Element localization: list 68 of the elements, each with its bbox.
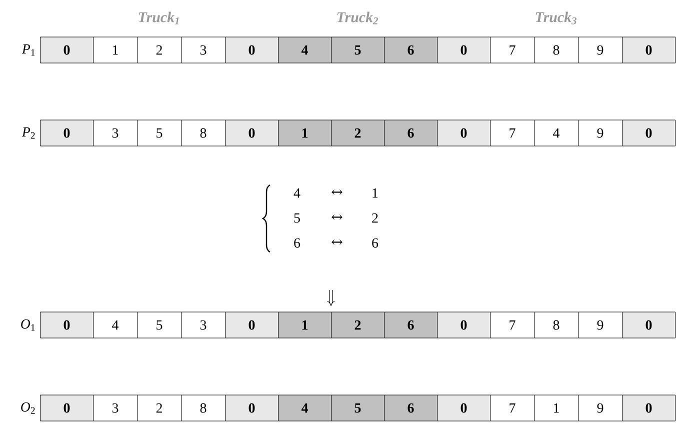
table-cell: 4 bbox=[278, 394, 332, 422]
mapping-number: 6 bbox=[294, 238, 300, 248]
truck-label: Truck$_{3}$ bbox=[536, 12, 576, 24]
mapping-arrow: ↔ bbox=[332, 214, 342, 220]
table-cell: 9 bbox=[578, 36, 622, 64]
table-cell: 0 bbox=[437, 394, 490, 422]
table-cell: 6 bbox=[384, 312, 438, 338]
table-cell: 1 bbox=[278, 312, 332, 338]
row-label: O$_{1}$ bbox=[21, 319, 35, 331]
row-label: P$_{2}$ bbox=[22, 127, 35, 139]
table-cell: 5 bbox=[331, 36, 384, 64]
table-cell: 3 bbox=[181, 36, 226, 64]
table-cell: 2 bbox=[137, 394, 182, 422]
mapping-arrow: ↔ bbox=[332, 239, 342, 246]
table-cell: 0 bbox=[225, 120, 278, 146]
table-cell: 0 bbox=[622, 36, 676, 64]
table-cell: 5 bbox=[137, 312, 182, 338]
mapping-number: 1 bbox=[372, 188, 378, 198]
table-cell: 1 bbox=[534, 394, 578, 422]
table-cell: 0 bbox=[622, 394, 676, 422]
table-cell: 0 bbox=[437, 36, 490, 64]
truck-label: Truck$_{2}$ bbox=[337, 12, 378, 24]
table-cell: 9 bbox=[578, 120, 622, 146]
table-cell: 0 bbox=[40, 120, 94, 146]
table-cell: 8 bbox=[181, 394, 226, 422]
table-cell: 8 bbox=[181, 120, 226, 146]
table-cell: 6 bbox=[384, 394, 438, 422]
table-cell: 1 bbox=[278, 120, 332, 146]
row-label: O$_{2}$ bbox=[21, 402, 35, 414]
table-cell: 4 bbox=[278, 36, 332, 64]
table-cell: 3 bbox=[93, 120, 138, 146]
table-cell: 8 bbox=[534, 312, 578, 338]
table-cell: 0 bbox=[622, 312, 676, 338]
table-cell: 3 bbox=[93, 394, 138, 422]
table-cell: 6 bbox=[384, 36, 438, 64]
mapping-number: 5 bbox=[294, 213, 300, 223]
table-cell: 2 bbox=[331, 312, 384, 338]
table-cell: 0 bbox=[437, 120, 490, 146]
truck-label: Truck$_{1}$ bbox=[138, 12, 179, 24]
mapping-number: 6 bbox=[372, 238, 378, 248]
table-cell: 5 bbox=[137, 120, 182, 146]
table-cell: 7 bbox=[490, 312, 534, 338]
table-cell: 9 bbox=[578, 312, 622, 338]
mapping-number: 2 bbox=[372, 213, 378, 223]
table-cell: 0 bbox=[622, 120, 676, 146]
table-cell: 2 bbox=[137, 36, 182, 64]
table-cell: 9 bbox=[578, 394, 622, 422]
mapping-arrow: ↔ bbox=[332, 189, 342, 196]
table-cell: 0 bbox=[40, 36, 94, 64]
table-cell: 3 bbox=[181, 312, 226, 338]
row-label: P$_{1}$ bbox=[22, 44, 35, 56]
table-cell: 5 bbox=[331, 394, 384, 422]
table-cell: 0 bbox=[40, 312, 94, 338]
table-cell: 8 bbox=[534, 36, 578, 64]
table-cell: 7 bbox=[490, 120, 534, 146]
table-cell: 0 bbox=[225, 312, 278, 338]
table-cell: 7 bbox=[490, 36, 534, 64]
table-cell: 0 bbox=[40, 394, 94, 422]
table-cell: 0 bbox=[437, 312, 490, 338]
table-cell: 4 bbox=[93, 312, 138, 338]
table-cell: 2 bbox=[331, 120, 384, 146]
table-cell: 4 bbox=[534, 120, 578, 146]
table-cell: 7 bbox=[490, 394, 534, 422]
table-cell: 0 bbox=[225, 36, 278, 64]
table-cell: 1 bbox=[93, 36, 138, 64]
mapping-number: 4 bbox=[294, 188, 300, 198]
table-cell: 0 bbox=[225, 394, 278, 422]
table-cell: 6 bbox=[384, 120, 438, 146]
